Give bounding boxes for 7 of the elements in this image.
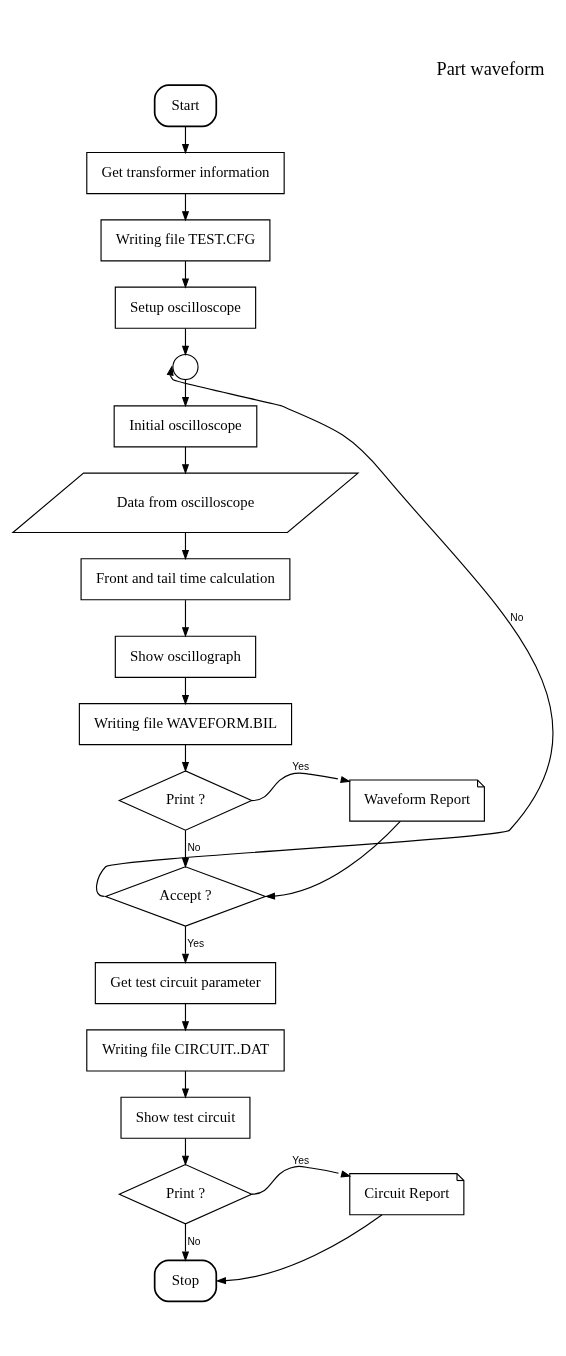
edge-label: Yes — [187, 937, 205, 949]
edge-label: Yes — [292, 1154, 310, 1166]
diagram-title: Part waveform — [436, 58, 545, 79]
edge-label: No — [187, 1235, 201, 1247]
edge-label: Yes — [292, 760, 310, 772]
edge-label: No — [510, 611, 524, 623]
edge-label: No — [187, 841, 201, 853]
